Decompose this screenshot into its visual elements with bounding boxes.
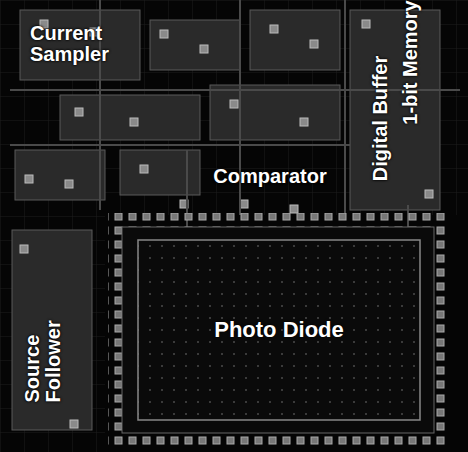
block-label: Source Follower xyxy=(21,288,63,403)
block-label: Current Sampler xyxy=(30,23,130,65)
block-label: Comparator xyxy=(213,166,326,187)
block-label: Digital Buffer xyxy=(371,55,392,181)
block-label: 1-bit Memory xyxy=(400,0,421,124)
photo-diode-region: Photo Diode xyxy=(138,240,420,420)
region-label: Photo Diode xyxy=(214,317,344,343)
